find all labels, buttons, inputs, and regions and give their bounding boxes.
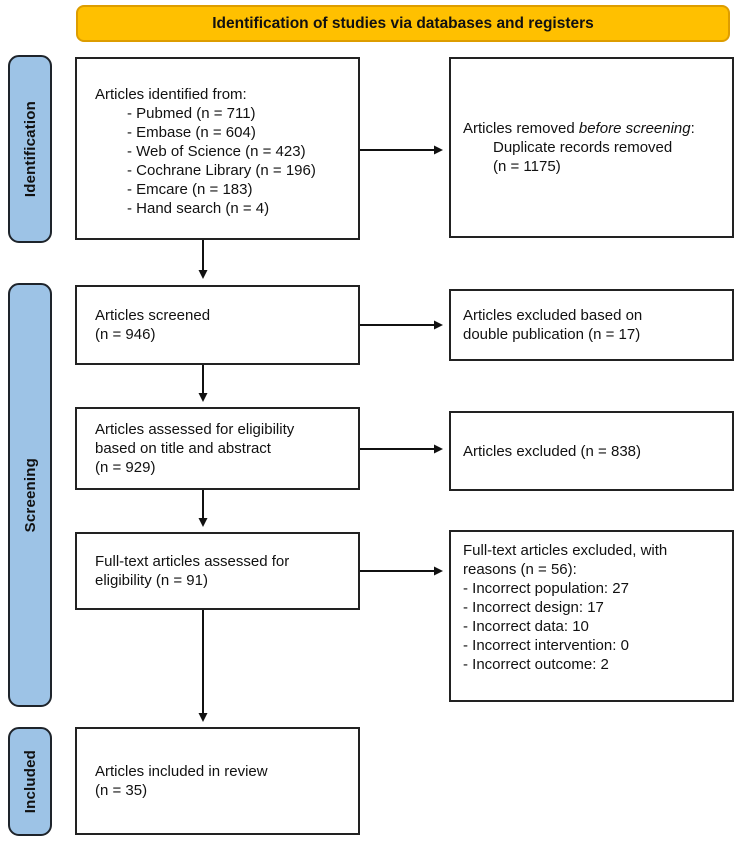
excluded-text: Articles excluded (n = 838) [463,442,642,460]
screened-text: Articles screened (n = 946) [95,307,211,343]
fulltext-assessed-text: Full-text articles assessed for eligibil… [95,553,290,589]
assessed-text: Articles assessed for eligibility based … [95,421,295,476]
reason-incorrect-population: - Incorrect population: 27 [463,580,629,597]
fulltext-excluded-reason-list: - Incorrect population: 27 - Incorrect d… [463,579,724,674]
box-removed-before-screening: Articles removed before screening: Dupli… [449,57,734,238]
box-articles-included: Articles included in review (n = 35) [75,727,360,835]
box-fulltext-assessed: Full-text articles assessed for eligibil… [75,532,360,610]
stage-bar-screening: Screening [8,283,52,707]
fulltext-excluded-heading: Full-text articles excluded, with reason… [463,542,668,578]
removed-prefix: Articles removed [463,120,579,137]
box-excluded-double-publication: Articles excluded based on double public… [449,289,734,361]
diagram-title-banner: Identification of studies via databases … [76,5,730,42]
identified-source-hand-search: - Hand search (n = 4) [127,200,270,217]
stage-bar-included: Included [8,727,52,836]
removed-detail: Duplicate records removed (n = 1175) [493,139,673,175]
removed-heading: Articles removed before screening: [463,119,724,138]
box-fulltext-excluded: Full-text articles excluded, with reason… [449,530,734,702]
box-articles-excluded: Articles excluded (n = 838) [449,411,734,491]
identified-intro: Articles identified from: [95,86,247,103]
identified-source-list: - Pubmed (n = 711) - Embase (n = 604) - … [95,104,350,218]
removed-suffix: : [690,120,695,137]
identified-source-emcare: - Emcare (n = 183) [127,181,253,198]
stage-bar-identification: Identification [8,55,52,243]
box-articles-screened: Articles screened (n = 946) [75,285,360,365]
stage-label-screening: Screening [21,457,39,533]
stage-label-identification: Identification [21,100,39,198]
identified-source-embase: - Embase (n = 604) [127,124,256,141]
included-text: Articles included in review (n = 35) [95,763,268,799]
box-assessed-title-abstract: Articles assessed for eligibility based … [75,407,360,490]
reason-incorrect-data: - Incorrect data: 10 [463,618,589,635]
diagram-title: Identification of studies via databases … [212,15,594,32]
identified-source-web-of-science: - Web of Science (n = 423) [127,143,306,160]
reason-incorrect-intervention: - Incorrect intervention: 0 [463,637,629,654]
reason-incorrect-design: - Incorrect design: 17 [463,599,604,616]
stage-label-included: Included [21,749,39,814]
reason-incorrect-outcome: - Incorrect outcome: 2 [463,656,609,673]
excluded-double-text: Articles excluded based on double public… [463,307,643,343]
identified-source-cochrane: - Cochrane Library (n = 196) [127,162,316,179]
box-articles-identified: Articles identified from: - Pubmed (n = … [75,57,360,240]
removed-italic: before screening [578,120,691,137]
identified-source-pubmed: - Pubmed (n = 711) [127,105,256,122]
